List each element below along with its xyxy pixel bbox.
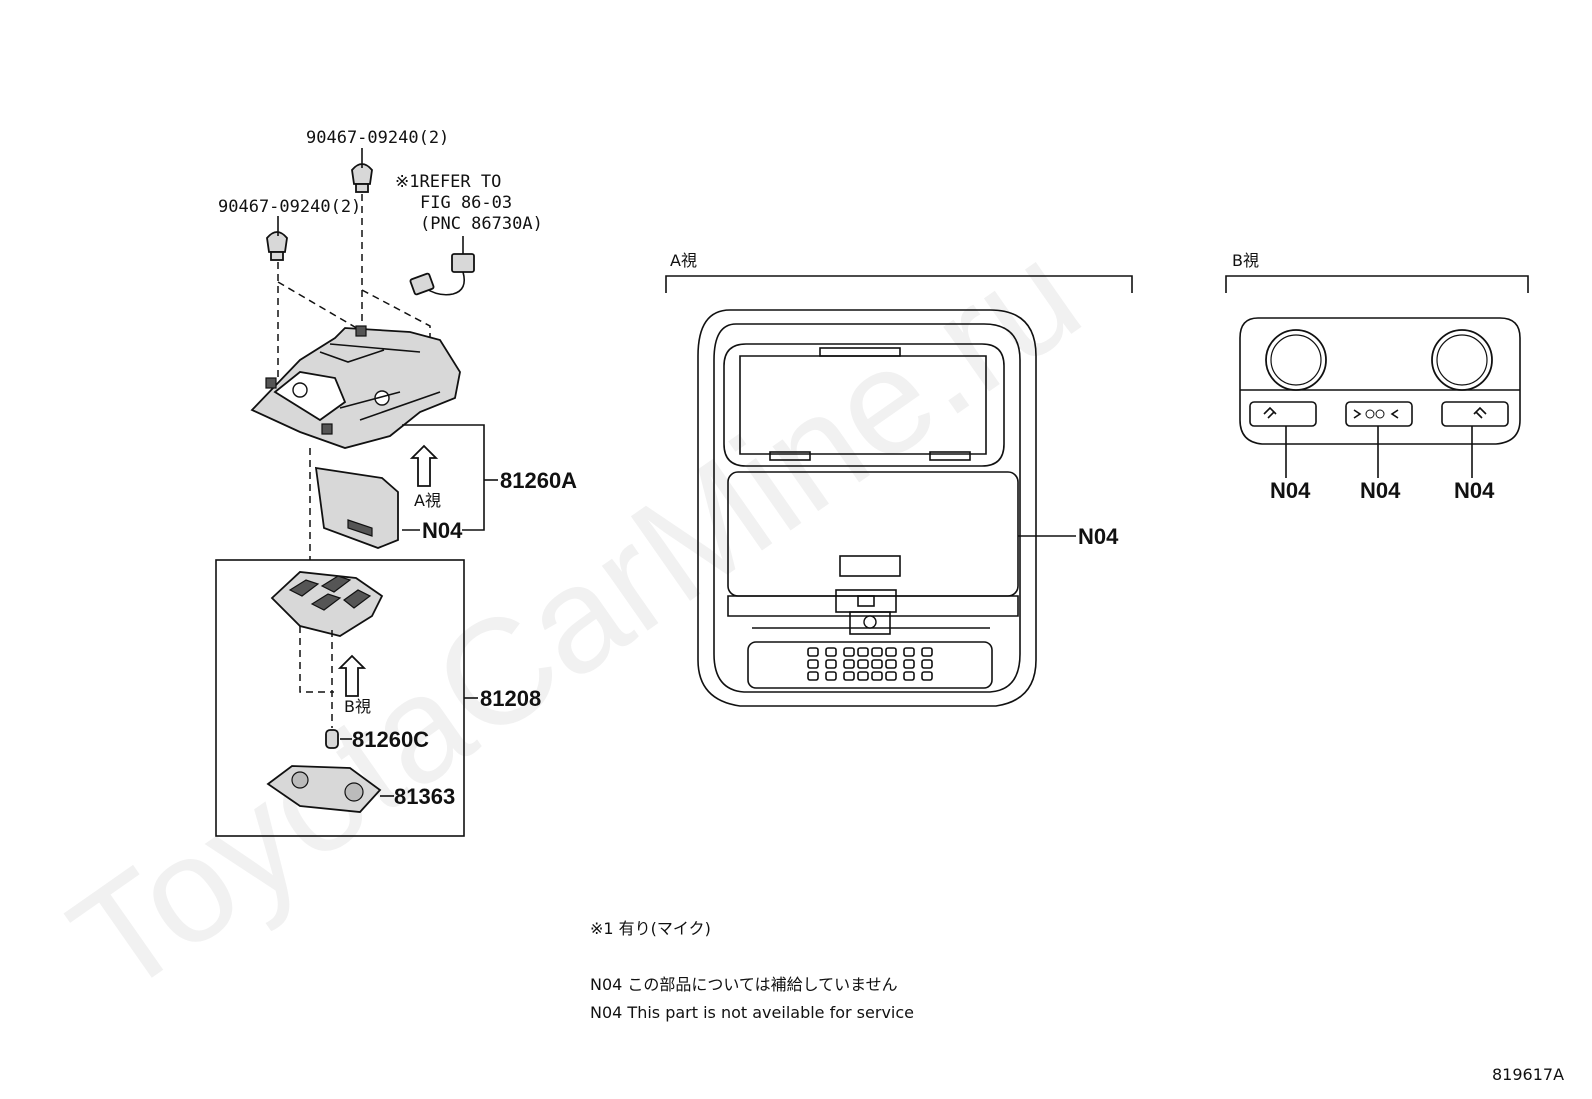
callout-n04-lens: N04 <box>422 518 463 543</box>
view-a-console-icon <box>697 309 1037 707</box>
lens-cover-icon <box>314 466 399 549</box>
callout-81260a: 81260A <box>500 468 577 493</box>
note-n04-en: N04 This part is not aveilable for servi… <box>590 1003 914 1022</box>
view-b-n04-left: N04 <box>1270 478 1311 503</box>
figure-id: 819617A <box>1492 1065 1564 1084</box>
switch-unit-icon <box>270 571 384 637</box>
view-b-switch-panel-icon <box>1239 317 1521 445</box>
view-b-n04-center: N04 <box>1360 478 1401 503</box>
console-housing-icon <box>250 325 461 449</box>
refer-note-line1: ※1REFER TO <box>395 172 501 192</box>
refer-note-line2: FIG 86-03 <box>420 193 512 213</box>
callout-81208: 81208 <box>480 686 541 711</box>
view-a-arrow-icon <box>409 444 439 487</box>
dash-switch <box>299 626 334 693</box>
view-b-title: B視 <box>1232 251 1259 270</box>
view-a-grille <box>807 647 933 681</box>
view-b-n04-right: N04 <box>1454 478 1495 503</box>
view-a-n04: N04 <box>1078 524 1119 549</box>
callout-bolt-lower: 90467-09240(2) <box>218 197 361 217</box>
watermark: ToyotaCarMine.ru <box>42 210 1108 1027</box>
view-b-arrow-label: B視 <box>344 697 371 716</box>
note-n04-jp: N04 この部品については補給していません <box>590 975 898 994</box>
view-a-bracket <box>665 275 1133 293</box>
callout-81260c: 81260C <box>352 727 429 752</box>
bolt-upper-icon <box>351 163 373 193</box>
microphone-harness-icon <box>409 236 475 296</box>
cover-plate-icon <box>266 765 382 813</box>
dash-guide-a <box>277 281 361 331</box>
callout-81363: 81363 <box>394 784 455 809</box>
view-a-title: A視 <box>670 251 697 270</box>
bulb-icon <box>325 729 339 749</box>
view-b-arrow-icon <box>337 654 367 697</box>
view-a-arrow-label: A視 <box>414 491 441 510</box>
bolt-lower-icon <box>266 231 288 261</box>
bracket-81260a <box>402 424 485 531</box>
dash-guide-b <box>361 289 431 352</box>
view-b-bracket <box>1225 275 1529 293</box>
note-mic: ※1 有り(マイク) <box>590 919 711 938</box>
callout-bolt-upper: 90467-09240(2) <box>306 128 449 148</box>
refer-note-line3: (PNC 86730A) <box>420 214 543 234</box>
